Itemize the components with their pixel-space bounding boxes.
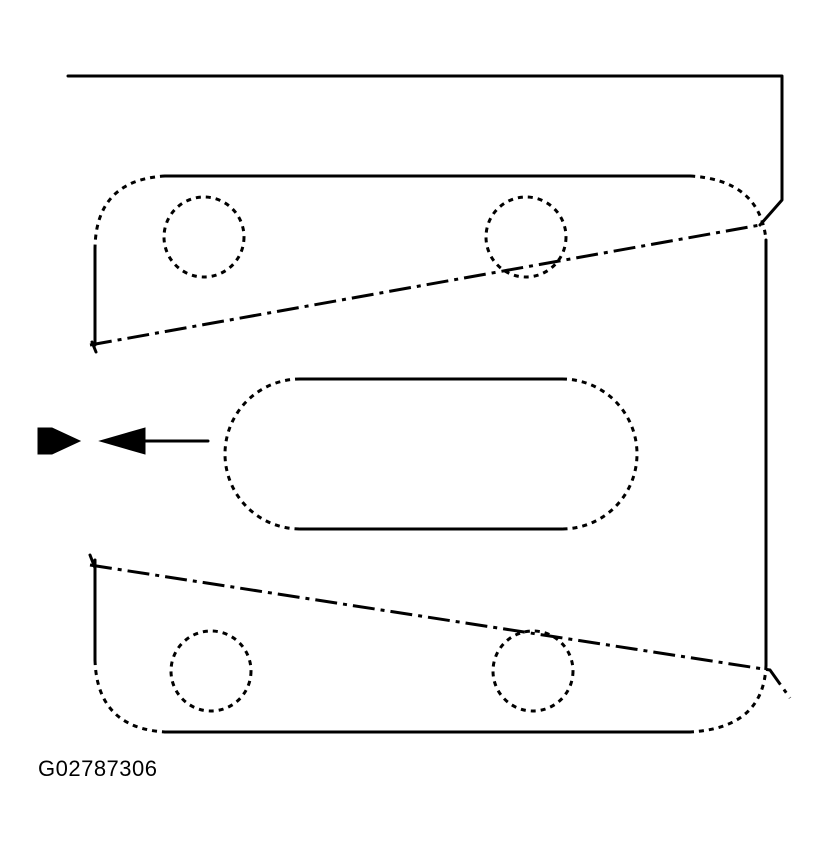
bolt-hole-top-right: [484, 195, 568, 279]
bolt-hole-top-left: [162, 195, 246, 279]
bolt-hole-bottom-right: [491, 629, 575, 713]
lower-break-line: [89, 563, 792, 699]
center-port: [223, 377, 639, 531]
left-arrow: [37, 427, 210, 455]
upper-break-line: [89, 223, 761, 347]
left-break-tick-bottom: [88, 553, 97, 570]
left-break-tick-top: [90, 340, 98, 354]
bolt-hole-bottom-left: [169, 629, 253, 713]
figure-id-label: G02787306: [38, 756, 158, 781]
leader-line: [66, 74, 784, 227]
gasket-outline: [93, 174, 768, 734]
